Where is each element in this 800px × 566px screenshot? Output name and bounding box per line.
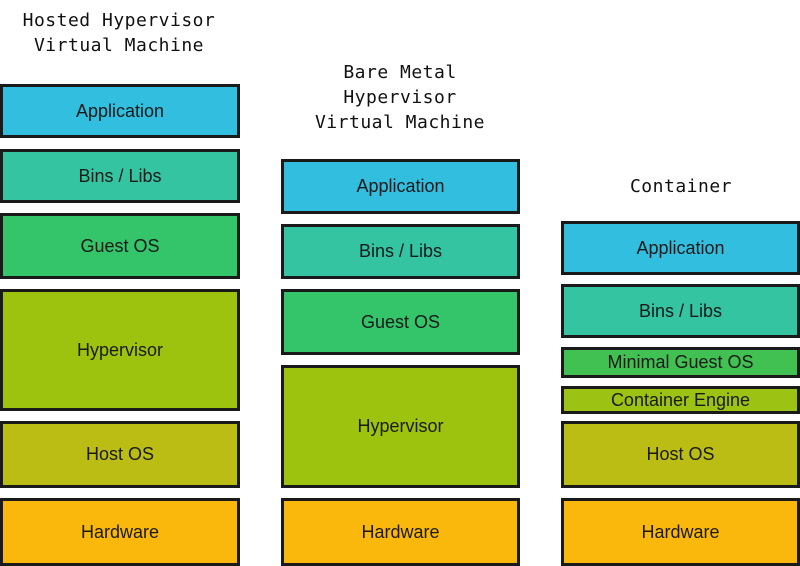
bare-metal-hypervisor-layer: Hypervisor [281,365,520,488]
container-bins-libs-layer: Bins / Libs [561,284,800,338]
container-hardware-layer: Hardware [561,498,800,566]
container-host-os-layer: Host OS [561,421,800,488]
hosted-application-layer: Application [0,84,240,138]
bare-metal-title-line2: Hypervisor [343,87,457,108]
hosted-hypervisor-title: Hosted Hypervisor Virtual Machine [0,8,238,58]
container-engine-layer: Container Engine [561,386,800,414]
bare-metal-title-line3: Virtual Machine [314,112,486,133]
bare-metal-bins-libs-layer: Bins / Libs [281,224,520,279]
hosted-bins-libs-layer: Bins / Libs [0,149,240,203]
hosted-title-line2: Virtual Machine [33,35,205,56]
hosted-title-line1: Hosted Hypervisor [22,10,216,31]
hosted-hypervisor-layer: Hypervisor [0,289,240,411]
bare-metal-title: Bare Metal Hypervisor Virtual Machine [281,60,519,135]
hosted-hardware-layer: Hardware [0,498,240,566]
bare-metal-application-layer: Application [281,159,520,214]
container-title: Container [562,174,800,199]
hosted-guest-os-layer: Guest OS [0,213,240,279]
container-minimal-guest-os-layer: Minimal Guest OS [561,347,800,378]
hosted-host-os-layer: Host OS [0,421,240,488]
container-application-layer: Application [561,221,800,275]
container-title-text: Container [629,176,733,197]
bare-metal-title-line1: Bare Metal [343,62,457,83]
bare-metal-guest-os-layer: Guest OS [281,289,520,355]
bare-metal-hardware-layer: Hardware [281,498,520,566]
